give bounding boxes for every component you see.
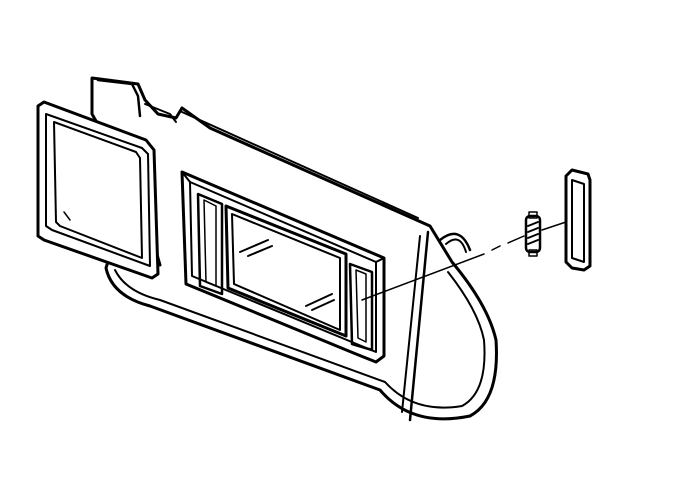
mirror-cover xyxy=(36,100,160,280)
bulb xyxy=(524,211,542,257)
lens-cover xyxy=(564,168,592,272)
mirror-frame xyxy=(180,170,386,364)
leader-lines xyxy=(361,221,567,301)
visor-body xyxy=(90,76,498,422)
lamp-lens-right xyxy=(348,262,374,352)
vanity-mirror xyxy=(224,204,348,338)
lamp-lens-left xyxy=(196,192,224,296)
